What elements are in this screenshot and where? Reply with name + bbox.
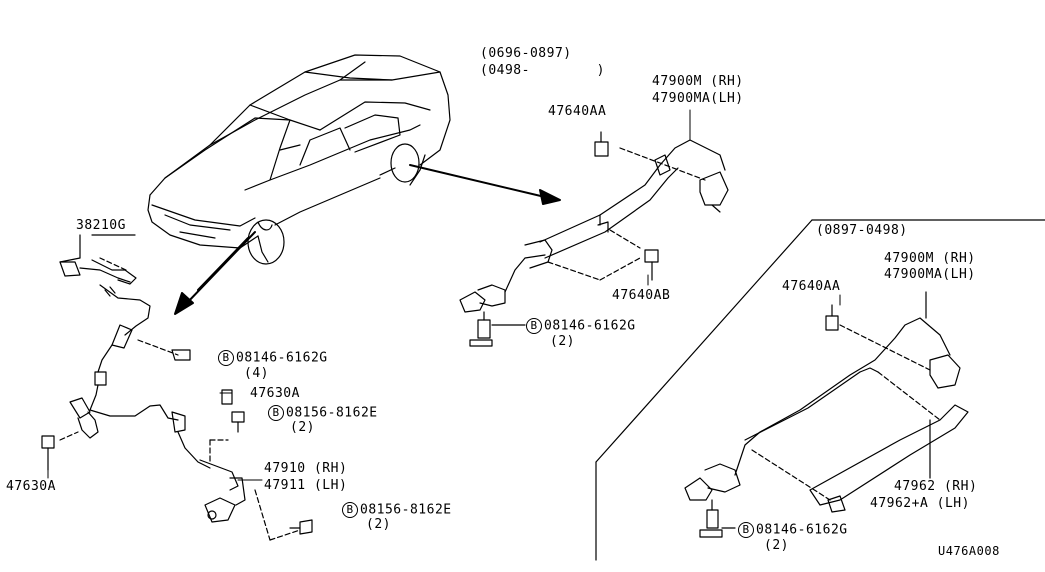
car-illustration <box>147 54 451 265</box>
part-47900MA-label-top: 47900MA(LH) <box>652 91 744 106</box>
bolt-5-number: 08146-6162G <box>756 522 848 538</box>
bolt-3-circle-letter: B <box>342 502 358 518</box>
front-sensor-assembly <box>41 234 313 541</box>
section-divider <box>595 219 1045 561</box>
bolt-4-circle-letter: B <box>526 318 542 334</box>
bolt-1-circle-letter: B <box>218 350 234 366</box>
part-47962-label: 47962 (RH) <box>894 479 978 494</box>
bolt-2-number: 08156-8162E <box>286 405 378 421</box>
date-range-label-2: (0498- ) <box>480 63 605 78</box>
bolt-1-qty: (4) <box>244 366 269 381</box>
bolt-5-qty: (2) <box>764 538 789 553</box>
part-47640AB-label: 47640AB <box>612 288 671 303</box>
rear-sensor-assembly-top <box>459 131 729 347</box>
leader-lines <box>47 109 841 481</box>
part-47630A-label-mid: 47630A <box>250 386 300 401</box>
bolt-4-qty: (2) <box>550 334 575 349</box>
arrows <box>174 164 561 315</box>
part-47630A-label-left: 47630A <box>6 479 56 494</box>
bolt-3-number: 08156-8162E <box>360 502 452 518</box>
bolt-1-number: 08146-6162G <box>236 350 328 366</box>
part-47900MA-label-right: 47900MA(LH) <box>884 267 976 282</box>
part-47911-label: 47911 (LH) <box>264 478 348 493</box>
date-range-label-1: (0696-0897) <box>480 46 572 61</box>
part-47900M-label-right: 47900M (RH) <box>884 251 976 266</box>
figure-code-label: U476A008 <box>938 544 1000 558</box>
bolt-2-qty: (2) <box>290 420 315 435</box>
part-47900M-label-top: 47900M (RH) <box>652 74 744 89</box>
bolt-4-number: 08146-6162G <box>544 318 636 334</box>
date-range-label-right: (0897-0498) <box>816 223 908 238</box>
bolt-2-circle-letter: B <box>268 405 284 421</box>
part-47640AA-label-right: 47640AA <box>782 279 841 294</box>
part-47910-label: 47910 (RH) <box>264 461 348 476</box>
arrow-head-rear <box>539 189 561 205</box>
part-38210G-label: 38210G <box>76 218 126 233</box>
part-47640AA-label-top: 47640AA <box>548 104 607 119</box>
bolt-3-qty: (2) <box>366 517 391 532</box>
arrow-rear-right <box>409 164 546 198</box>
bolt-5-circle-letter: B <box>738 522 754 538</box>
rear-sensor-assembly-right <box>684 291 969 538</box>
part-47962A-label: 47962+A (LH) <box>870 496 970 511</box>
arrow-head-front <box>174 292 194 315</box>
